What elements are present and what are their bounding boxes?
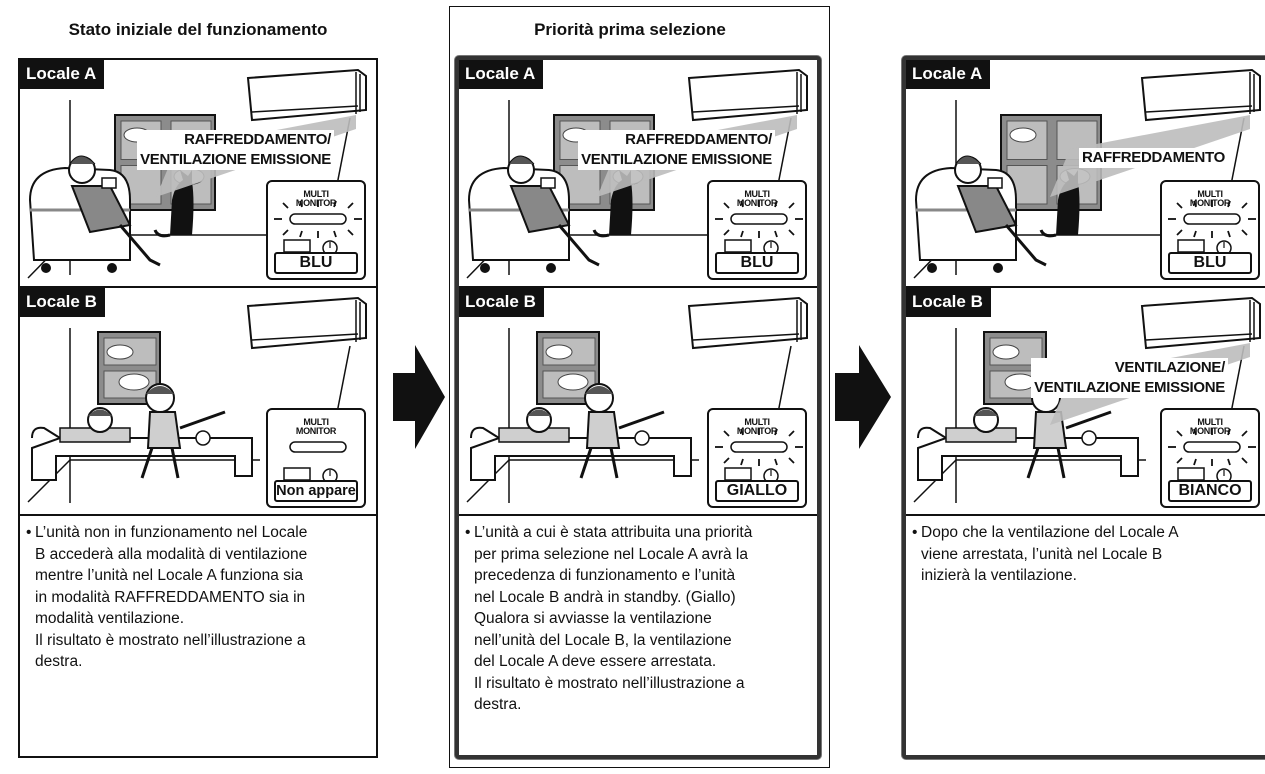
- multi-monitor-panel: MULTI MONITOR BLU: [266, 180, 366, 280]
- middle-column-frame: [449, 6, 830, 768]
- mode-banner: RAFFREDDAMENTO/ VENTILAZIONE EMISSIONE: [578, 130, 775, 170]
- description-paragraph: Dopo che la ventilazione del Locale A vi…: [921, 524, 1179, 584]
- monitor-status-label: GIALLO: [715, 480, 799, 502]
- room-a-label: Locale A: [20, 60, 105, 89]
- air-conditioner-icon: [1140, 296, 1261, 350]
- mode-banner: RAFFREDDAMENTO/ VENTILAZIONE EMISSIONE: [137, 130, 334, 170]
- room-illustration: [27, 296, 367, 503]
- room-a-scene: Locale A RAFFREDDAMENTO/ VENTILAZIONE EMI…: [459, 60, 817, 288]
- air-conditioner-icon: [687, 68, 808, 122]
- multi-monitor-text: MULTI MONITOR: [1189, 417, 1231, 436]
- cat-icon: [153, 170, 194, 238]
- mode-banner: RAFFREDDAMENTO: [1078, 148, 1228, 168]
- woman-reading-icon: [507, 155, 600, 267]
- room-b-label: Locale B: [459, 288, 544, 317]
- description-text: •L’unità non in funzionamento nel Locale…: [26, 522, 370, 673]
- indicator-lamp-lit-icon: [715, 200, 803, 256]
- multi-monitor-panel: MULTI MONITOR GIALLO: [707, 408, 807, 508]
- room-a-label: Locale A: [459, 60, 544, 89]
- bullet-icon: •: [465, 524, 471, 541]
- room-a-label: Locale A: [906, 60, 991, 89]
- monitor-status-label: BLU: [1168, 252, 1252, 274]
- air-conditioner-icon: [687, 296, 808, 350]
- air-conditioner-icon: [1140, 68, 1261, 122]
- room-b-scene: Locale B VENTILAZIONE/ VENTILAZIONE EMISS…: [906, 288, 1265, 516]
- room-a-scene: Locale A RAFFREDDAMENTO/ VENTILAZIONE EMI…: [20, 60, 376, 288]
- room-b-label: Locale B: [20, 288, 105, 317]
- monitor-status-label: BLU: [715, 252, 799, 274]
- room-a-scene: Locale A RAFFREDDAMENTO MULTI MONITOR BLU: [906, 60, 1265, 288]
- multi-monitor-text: MULTI MONITOR: [736, 417, 778, 436]
- panel-first-priority: Locale A RAFFREDDAMENTO/ VENTILAZIONE EMI…: [455, 56, 821, 759]
- bed-icon: [470, 426, 692, 481]
- air-conditioner-icon: [246, 296, 367, 350]
- bullet-icon: •: [912, 524, 918, 541]
- bed-icon: [31, 426, 253, 481]
- arrow-right-icon: [835, 345, 891, 449]
- panel-initial-state: Locale A RAFFREDDAMENTO/ VENTILAZIONE EMI…: [18, 58, 378, 758]
- description-paragraph: L’unità non in funzionamento nel Locale …: [35, 524, 308, 670]
- column-title-2: Priorità prima selezione: [534, 20, 726, 39]
- description-paragraph: L’unità a cui è stata attribuita una pri…: [474, 524, 753, 713]
- room-illustration: [466, 296, 808, 503]
- multi-monitor-text: MULTI MONITOR: [1189, 189, 1231, 208]
- air-conditioner-icon: [246, 68, 367, 122]
- children-playing-icon: [526, 383, 665, 479]
- column-title-1: Stato iniziale del funzionamento: [68, 20, 328, 39]
- room-b-label: Locale B: [906, 288, 991, 317]
- indicator-lamp-lit-icon: [274, 200, 362, 256]
- room-b-scene: Locale B MULTI MONITOR GIALLO: [459, 288, 817, 516]
- arrow-right-icon: [393, 345, 445, 449]
- bullet-icon: •: [26, 524, 32, 541]
- mode-banner: VENTILAZIONE/ VENTILAZIONE EMISSIONE: [1031, 358, 1228, 398]
- bed-icon: [917, 426, 1139, 481]
- multi-monitor-panel: MULTI MONITOR BLU: [707, 180, 807, 280]
- woman-reading-icon: [954, 155, 1047, 267]
- monitor-status-label: Non appare: [274, 480, 358, 502]
- multi-monitor-text: MULTI MONITOR: [295, 189, 337, 208]
- multi-monitor-text: MULTI MONITOR: [295, 417, 337, 436]
- monitor-status-label: BLU: [274, 252, 358, 274]
- room-b-scene: Locale B MULTI MONITOR Non appare: [20, 288, 376, 516]
- monitor-status-label: BIANCO: [1168, 480, 1252, 502]
- multi-monitor-text: MULTI MONITOR: [736, 189, 778, 208]
- indicator-lamp-lit-icon: [715, 428, 803, 484]
- woman-reading-icon: [68, 155, 161, 267]
- children-playing-icon: [87, 383, 226, 479]
- description-text: •L’unità a cui è stata attribuita una pr…: [465, 522, 811, 716]
- multi-monitor-panel: MULTI MONITOR BIANCO: [1160, 408, 1260, 508]
- multi-monitor-panel: MULTI MONITOR BLU: [1160, 180, 1260, 280]
- multi-monitor-panel: MULTI MONITOR Non appare: [266, 408, 366, 508]
- description-text: •Dopo che la ventilazione del Locale A v…: [912, 522, 1264, 587]
- indicator-lamp-off-icon: [283, 441, 347, 484]
- window-icon: [536, 331, 600, 405]
